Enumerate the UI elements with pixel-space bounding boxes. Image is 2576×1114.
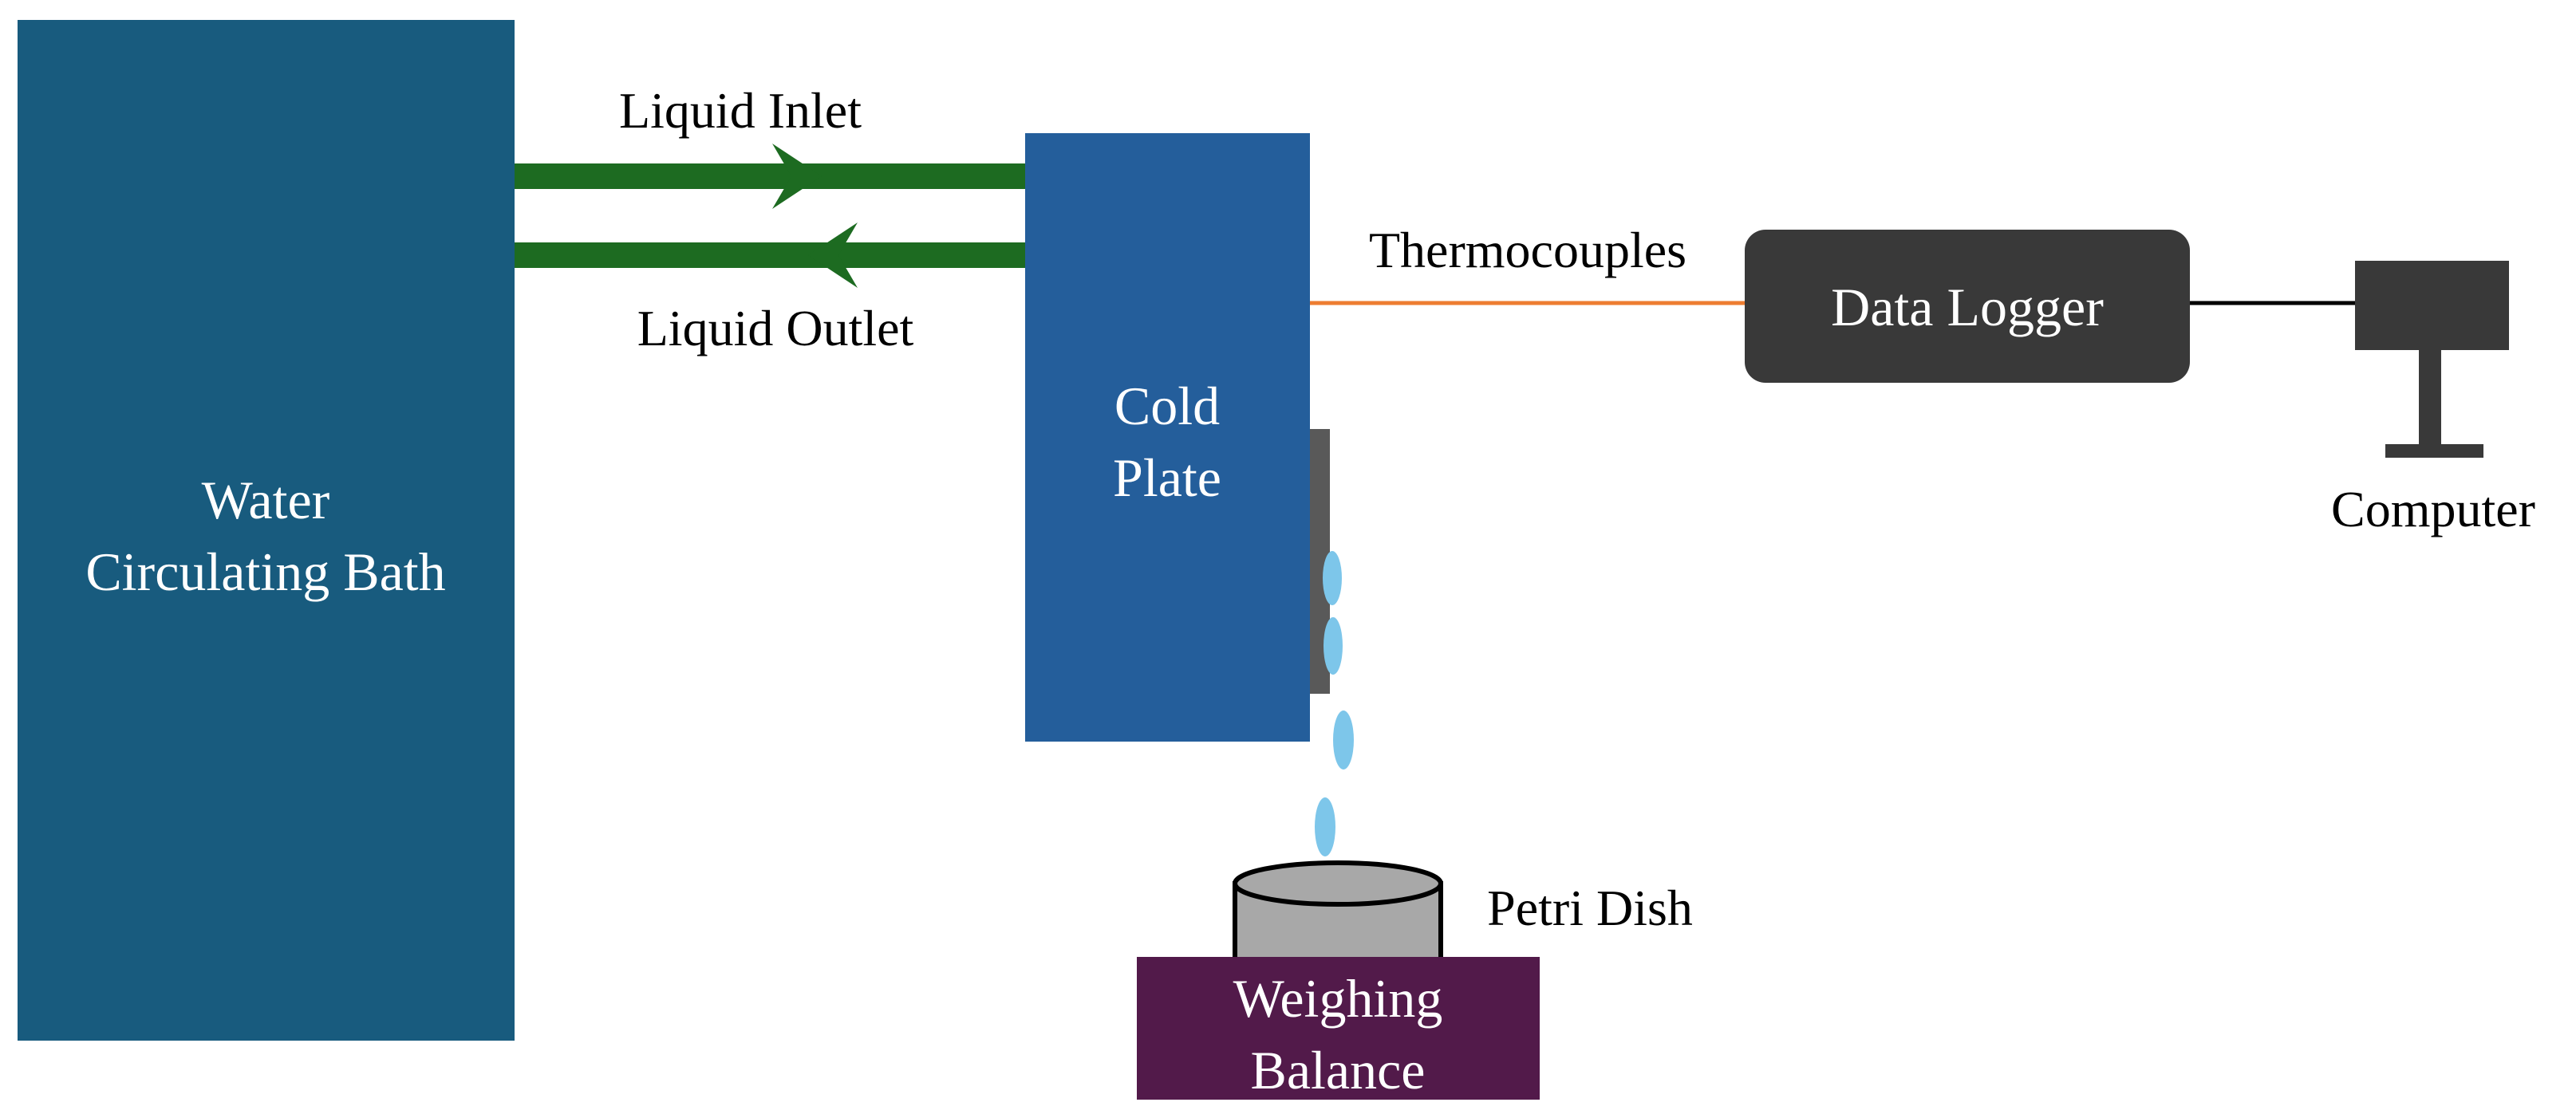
inlet-arrow-icon bbox=[772, 144, 822, 209]
outlet-arrow-icon bbox=[808, 222, 858, 288]
petri-dish: Petri Dish bbox=[1233, 860, 1693, 962]
cold-plate-label-line2: Plate bbox=[1113, 447, 1221, 508]
computer-monitor bbox=[2355, 261, 2509, 350]
petri-dish-top bbox=[1233, 860, 1443, 907]
weighing-balance-label-line2: Balance bbox=[1251, 1040, 1426, 1100]
computer-base bbox=[2385, 444, 2483, 458]
inlet-pipe-line bbox=[515, 163, 1025, 189]
data-logger-box bbox=[1745, 230, 2190, 383]
liquid-outlet-pipe: Liquid Outlet bbox=[515, 222, 1025, 356]
cold-plate-box bbox=[1025, 133, 1310, 742]
water-bath-label-line1: Water bbox=[202, 470, 330, 530]
weighing-balance-box bbox=[1137, 957, 1540, 1100]
liquid-outlet-label: Liquid Outlet bbox=[637, 300, 914, 356]
liquid-inlet-label: Liquid Inlet bbox=[619, 82, 862, 139]
computer-icon bbox=[2355, 261, 2509, 458]
petri-dish-label: Petri Dish bbox=[1487, 880, 1693, 936]
droplets bbox=[1315, 551, 1354, 856]
droplet-4 bbox=[1315, 797, 1335, 856]
droplet-3 bbox=[1333, 711, 1354, 770]
thermocouples-label: Thermocouples bbox=[1369, 222, 1686, 278]
water-bath-label-line2: Circulating Bath bbox=[85, 541, 445, 602]
water-circulating-bath: Water Circulating Bath bbox=[18, 20, 515, 1041]
liquid-inlet-pipe: Liquid Inlet bbox=[515, 82, 1025, 209]
droplet-2 bbox=[1324, 617, 1343, 675]
droplet-1 bbox=[1323, 551, 1342, 605]
cold-plate: Cold Plate bbox=[1025, 133, 1330, 742]
data-logger: Data Logger bbox=[1745, 230, 2190, 383]
weighing-balance: Weighing Balance bbox=[1137, 957, 1540, 1100]
outlet-pipe-line bbox=[515, 242, 1025, 268]
data-logger-label: Data Logger bbox=[1831, 277, 2104, 337]
cold-plate-label-line1: Cold bbox=[1114, 376, 1220, 436]
thermocouples: Thermocouples bbox=[1310, 222, 1747, 305]
water-bath-box bbox=[18, 20, 515, 1041]
computer-label: Computer bbox=[2331, 481, 2535, 537]
weighing-balance-label-line1: Weighing bbox=[1233, 968, 1443, 1029]
computer-stand bbox=[2419, 350, 2441, 444]
